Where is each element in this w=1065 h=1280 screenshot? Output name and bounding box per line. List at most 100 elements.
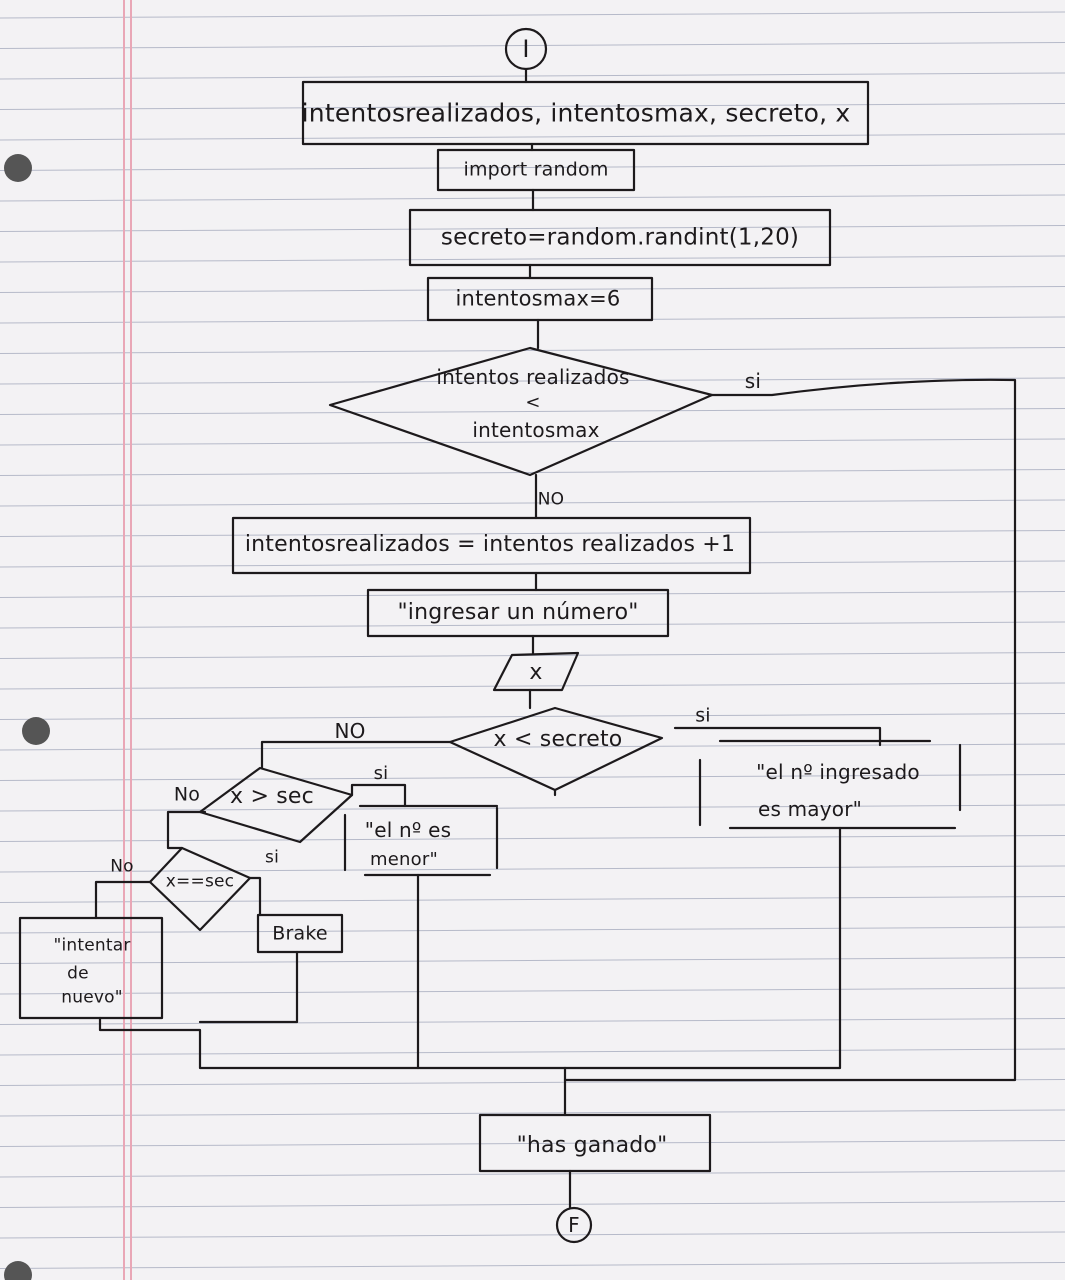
ruled-line: [0, 11, 1065, 19]
ruled-line: [0, 682, 1065, 690]
break-label: Brake: [272, 922, 328, 945]
declare-label: intentosrealizados, intentosmax, secreto…: [301, 98, 851, 128]
ruled-line: [0, 377, 1065, 385]
secreto-label: secreto=random.randint(1,20): [440, 224, 800, 251]
ruled-line: [0, 713, 1065, 720]
ruled-line: [0, 286, 1065, 293]
less-cond-label: x < secreto: [493, 727, 623, 752]
ruled-line: [0, 987, 1065, 995]
max-box: [426, 276, 654, 322]
ruled-line: [0, 804, 1065, 812]
menor-line2: menor": [370, 849, 438, 870]
prompt-box: [366, 588, 670, 638]
end-terminal: [555, 1206, 593, 1244]
ruled-line: [0, 499, 1065, 507]
ruled-line: [0, 743, 1065, 751]
equal-no-line: [94, 880, 152, 920]
loop-no-label: NO: [537, 489, 565, 510]
ruled-line: [0, 560, 1065, 568]
import-label: import random: [463, 158, 609, 181]
ruled-line: [0, 621, 1065, 629]
ruled-line: [0, 1201, 1065, 1208]
win-box: [478, 1113, 712, 1173]
retry-line2: de: [67, 963, 89, 984]
prompt-label: "ingresar un número": [397, 600, 639, 625]
collect-line: [563, 1066, 572, 1210]
ruled-line: [0, 957, 1065, 964]
retry-box: [18, 916, 164, 1020]
start-label: I: [522, 35, 530, 63]
break-line: [198, 950, 299, 1024]
greater-no-line: [166, 810, 207, 850]
binder-hole-3: [4, 1261, 32, 1280]
ruled-lines: [0, 11, 1065, 1269]
ruled-line: [0, 926, 1065, 934]
win-label: "has ganado": [516, 1133, 668, 1158]
increment-box: [231, 516, 752, 575]
ruled-line: [0, 530, 1065, 537]
declare-box: [301, 80, 870, 146]
retry-line: [98, 1016, 567, 1070]
mayor-line2: es mayor": [757, 797, 863, 821]
greater-cond-label: x > sec: [230, 784, 314, 809]
ruled-line: [0, 255, 1065, 263]
ruled-line: [0, 1140, 1065, 1147]
secreto-box: [408, 208, 832, 267]
connector-spine: [524, 67, 540, 710]
input-label: x: [529, 660, 543, 685]
ruled-line: [0, 469, 1065, 476]
ruled-line: [0, 835, 1065, 842]
menor-box: [343, 804, 499, 877]
ruled-line: [0, 438, 1065, 446]
ruled-line: [0, 225, 1065, 232]
less-no-label: NO: [334, 719, 366, 743]
ruled-line: [0, 774, 1065, 781]
ruled-line: [0, 865, 1065, 873]
ruled-line: [0, 1018, 1065, 1025]
mayor-down-line: [563, 826, 842, 1070]
ruled-line: [0, 72, 1065, 80]
loop-cond-line3: intentosmax: [472, 418, 600, 442]
greater-no-label: No: [173, 783, 201, 806]
break-box: [256, 913, 344, 954]
greater-decision: [198, 766, 354, 844]
mayor-box: [698, 739, 962, 830]
greater-yes-label: si: [373, 763, 389, 784]
binder-hole-1: [4, 154, 32, 182]
ruled-line: [0, 347, 1065, 354]
ruled-line: [0, 1048, 1065, 1056]
less-no-line: [260, 740, 452, 770]
menor-line1: "el nº es: [364, 818, 452, 842]
ruled-line: [0, 1262, 1065, 1269]
ruled-line: [0, 1231, 1065, 1239]
ruled-line: [0, 896, 1065, 903]
input-parallelogram: [492, 651, 580, 692]
equal-yes-label: si: [265, 847, 279, 868]
equal-decision: [148, 846, 252, 932]
import-box: [436, 148, 636, 192]
ruled-line: [0, 133, 1065, 141]
ruled-line: [0, 1170, 1065, 1178]
loop-cond-line1: intentos realizados: [436, 365, 630, 389]
end-label: F: [568, 1213, 580, 1237]
loop-yes-label: si: [744, 369, 762, 393]
less-yes-line: [673, 726, 882, 747]
max-label: intentosmax=6: [455, 286, 621, 311]
ruled-line: [0, 1109, 1065, 1117]
increment-label: intentosrealizados = intentos realizados…: [244, 532, 736, 557]
ruled-line: [0, 408, 1065, 415]
ruled-line: [0, 103, 1065, 110]
retry-line3: nuevo": [61, 987, 123, 1008]
loop-cond-line2: <: [525, 392, 541, 413]
binder-hole-2: [22, 717, 50, 745]
mayor-line1: "el nº ingresado: [756, 760, 920, 784]
loop-decision: [328, 346, 714, 477]
ruled-line: [0, 164, 1065, 171]
less-yes-label: si: [695, 704, 711, 727]
equal-no-label: No: [110, 856, 134, 877]
ruled-line: [0, 652, 1065, 659]
equal-yes-line: [248, 876, 262, 917]
retry-line1: "intentar: [53, 935, 131, 956]
equal-cond-label: x==sec: [165, 871, 235, 892]
